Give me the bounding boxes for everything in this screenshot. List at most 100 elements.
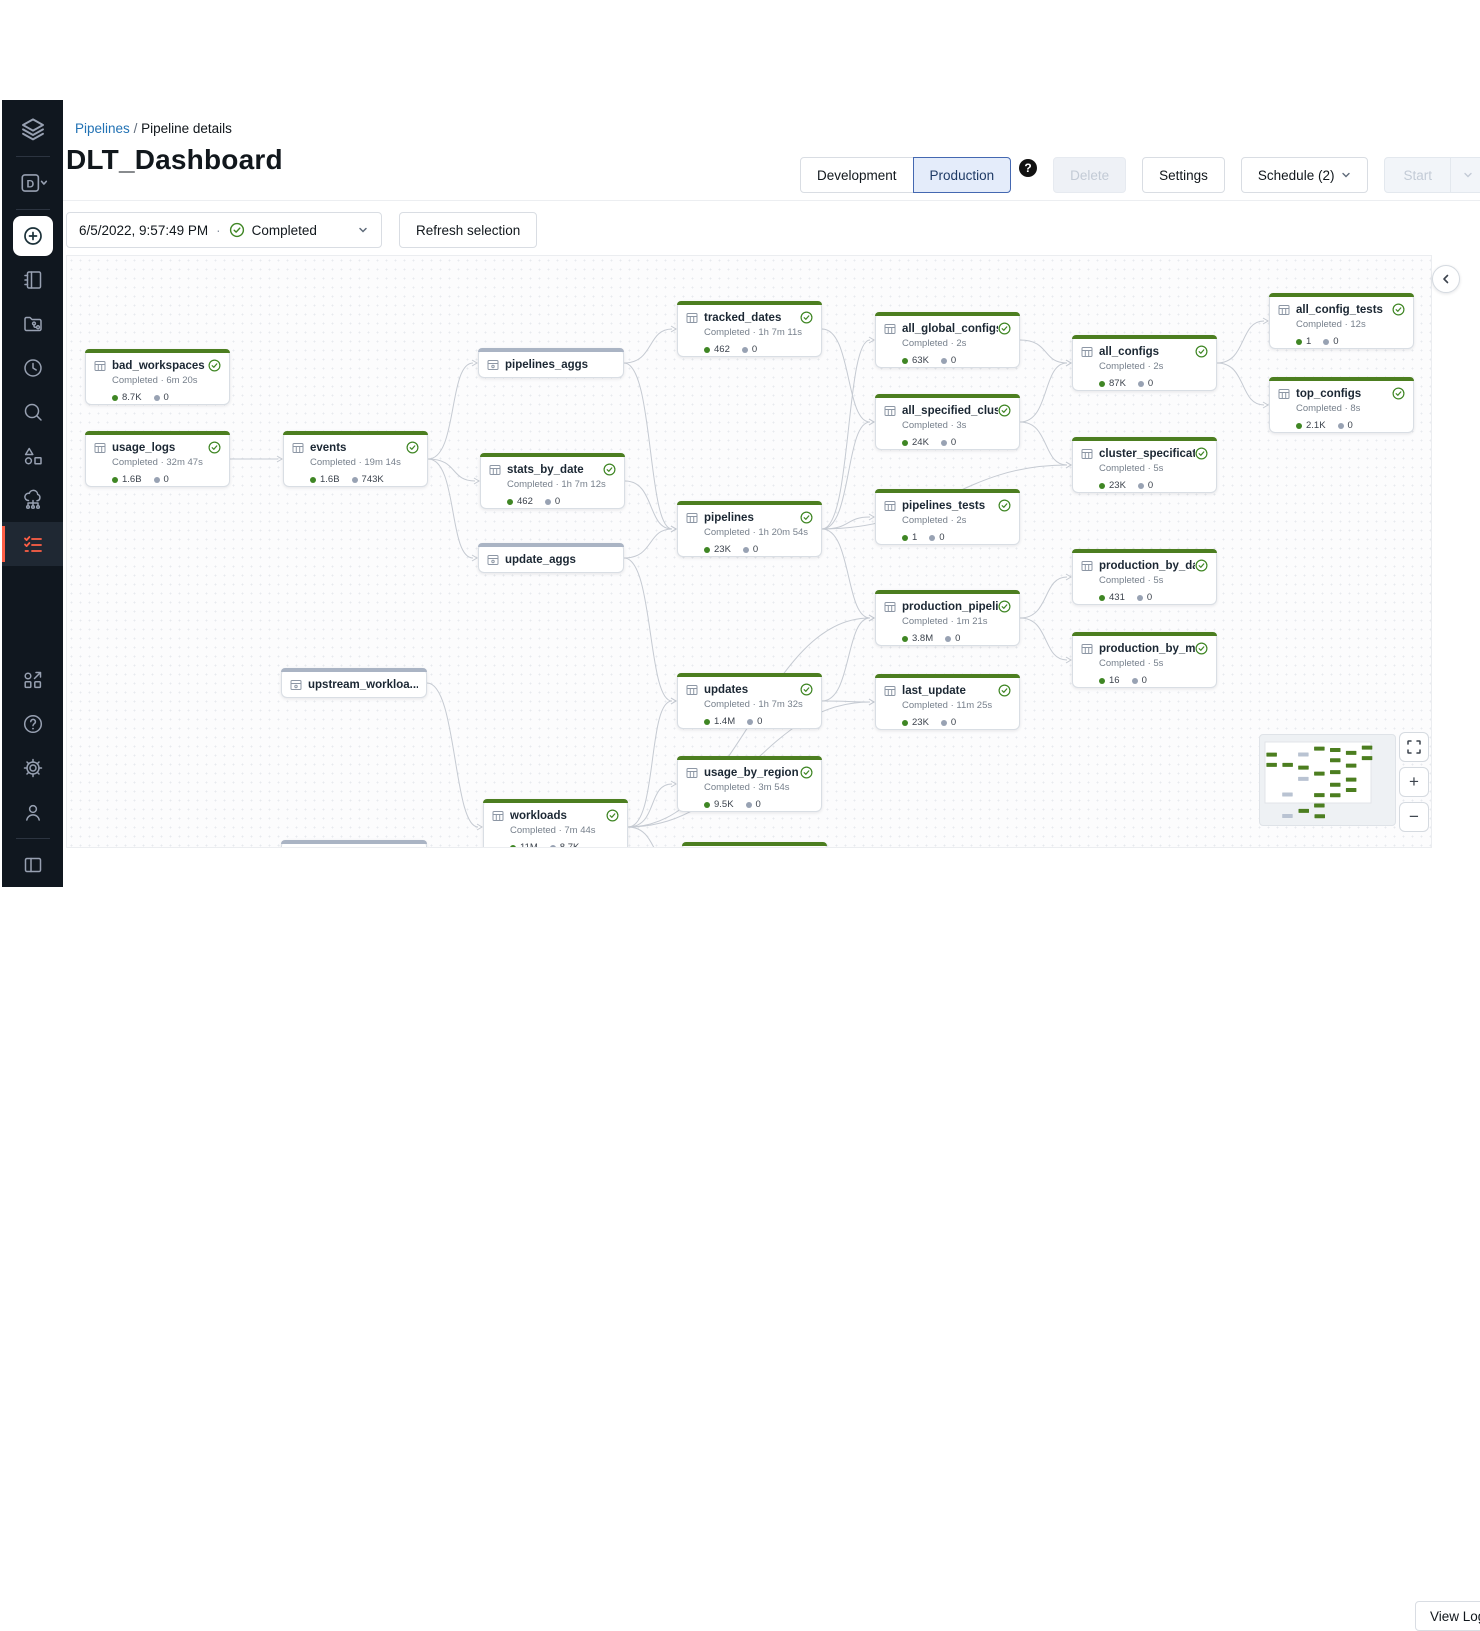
success-check-icon <box>208 359 221 372</box>
sidebar-item-workspace-switcher[interactable]: D <box>2 161 63 205</box>
sidebar-item-collapse-sidebar[interactable] <box>2 843 63 887</box>
sidebar-item-settings[interactable] <box>2 746 63 790</box>
start-split-button[interactable]: Start <box>1384 157 1480 193</box>
footer-bar: View Logs <box>63 848 1480 1631</box>
success-check-icon <box>998 600 1011 613</box>
production-mode-button[interactable]: Production <box>912 157 1012 193</box>
success-check-icon <box>1195 559 1208 572</box>
table-icon <box>686 684 698 696</box>
zoom-in-button[interactable]: + <box>1399 767 1429 797</box>
written-dot-icon <box>1296 338 1302 345</box>
help-badge-icon[interactable]: ? <box>1019 159 1038 177</box>
node-status: Completed · 12s <box>1296 319 1366 330</box>
written-dot-icon <box>1099 677 1105 684</box>
collapse-panel-button[interactable] <box>1432 265 1460 293</box>
collapse-sidebar-icon <box>21 853 45 877</box>
node-status: Completed · 1h 7m 32s <box>704 699 803 710</box>
dropped-dot-icon <box>745 801 752 808</box>
table-icon <box>1081 448 1093 460</box>
dag-node-pipelines_aggs[interactable]: pipelines_aggs <box>478 348 624 378</box>
view-logs-button[interactable]: View Logs <box>1415 1601 1480 1631</box>
schedule-button[interactable]: Schedule (2) <box>1240 157 1369 193</box>
start-options-caret[interactable] <box>1451 158 1480 192</box>
dropped-dot-icon <box>153 476 160 483</box>
data-icon <box>21 444 45 468</box>
dag-node-cut_left[interactable] <box>281 840 427 847</box>
dropped-dot-icon <box>940 439 947 446</box>
sidebar-item-workspace[interactable] <box>2 258 63 302</box>
dropped-dot-icon <box>544 498 551 505</box>
sidebar-item-compute[interactable] <box>2 478 63 522</box>
written-dot-icon <box>1099 380 1105 387</box>
settings-button[interactable]: Settings <box>1142 157 1225 193</box>
sidebar-item-new-button[interactable] <box>2 214 63 258</box>
dag-edges <box>230 317 1269 847</box>
update-run-selector[interactable]: 6/5/2022, 9:57:49 PM · Completed <box>66 212 382 248</box>
sidebar-item-workflows[interactable] <box>2 522 63 566</box>
development-mode-button[interactable]: Development <box>800 157 914 193</box>
sidebar-item-search[interactable] <box>2 390 63 434</box>
dag-node-production_pipelin[interactable]: production_pipelin...Completed · 1m 21s3… <box>875 590 1020 646</box>
sidebar-item-data[interactable] <box>2 434 63 478</box>
dag-node-cut_bottom[interactable] <box>682 842 827 847</box>
dag-node-upstream_workloa[interactable]: upstream_workloa... <box>281 668 427 698</box>
delete-button[interactable]: Delete <box>1053 157 1127 193</box>
written-dot-icon <box>1099 594 1105 601</box>
dropped-dot-icon <box>940 719 947 726</box>
dag-node-update_aggs[interactable]: update_aggs <box>478 543 624 573</box>
workflows-icon <box>21 532 45 556</box>
sidebar-item-partner-hub[interactable] <box>2 658 63 702</box>
table-icon <box>686 767 698 779</box>
sidebar-item-help[interactable] <box>2 702 63 746</box>
new-button <box>12 216 53 256</box>
node-status: Completed · 5s <box>1099 463 1164 474</box>
node-label: cluster_specificati... <box>1099 447 1195 460</box>
refresh-selection-button[interactable]: Refresh selection <box>399 212 538 248</box>
zoom-out-button[interactable]: − <box>1399 802 1429 832</box>
minimap[interactable] <box>1259 734 1396 826</box>
node-label: updates <box>704 683 749 696</box>
dropped-dot-icon <box>741 346 748 353</box>
success-check-icon <box>1195 345 1208 358</box>
start-button[interactable]: Start <box>1385 158 1451 192</box>
dropped-dot-icon <box>351 476 358 483</box>
node-label: pipelines_aggs <box>505 359 589 371</box>
sidebar-item-user[interactable] <box>2 790 63 834</box>
sidebar-item-repos[interactable] <box>2 302 63 346</box>
fit-to-screen-button[interactable] <box>1399 732 1429 762</box>
success-check-icon <box>998 322 1011 335</box>
node-status: Completed · 32m 47s <box>112 457 203 468</box>
sidebar-item-recents[interactable] <box>2 346 63 390</box>
written-dot-icon <box>902 534 908 541</box>
node-label: workloads <box>510 809 567 822</box>
breadcrumb-pipelines-link[interactable]: Pipelines <box>75 121 130 136</box>
written-dot-icon <box>704 718 710 725</box>
written-dot-icon <box>510 844 516 847</box>
